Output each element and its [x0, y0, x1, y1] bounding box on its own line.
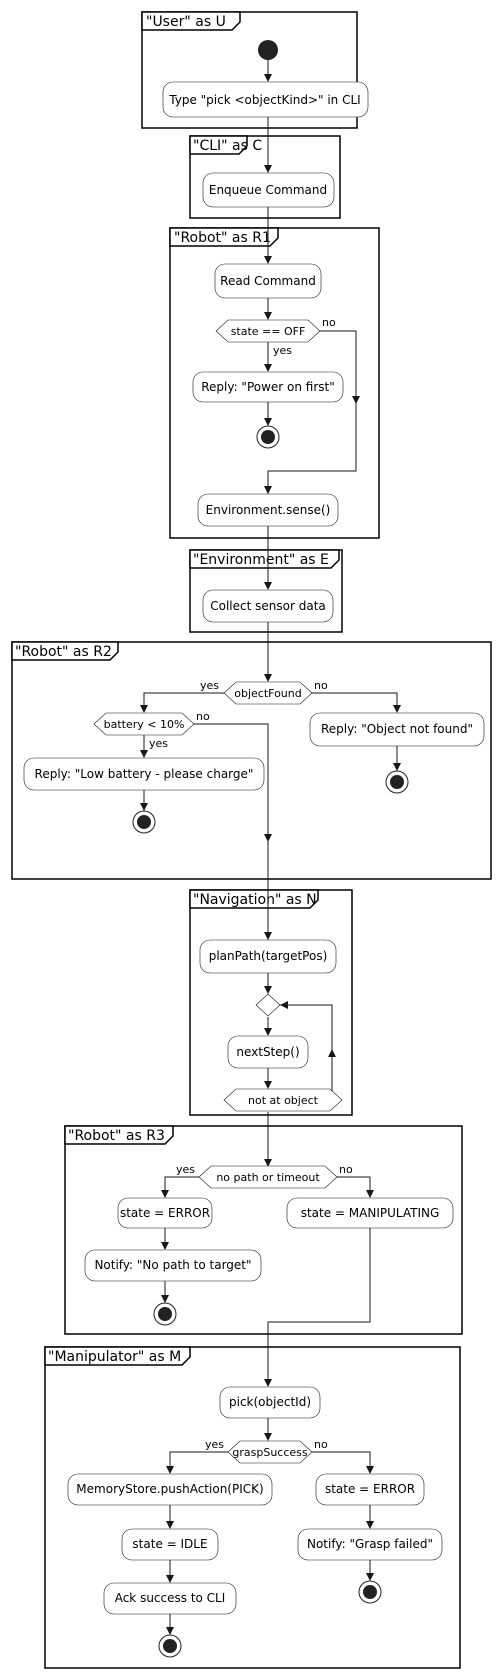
decision-no-path: no path or timeout	[198, 1165, 338, 1189]
activity-memory-push: MemoryStore.pushAction(PICK)	[67, 1473, 273, 1506]
activity-state-manipulating: state = MANIPULATING	[286, 1197, 454, 1229]
frame-user: "User" as U	[141, 11, 358, 129]
activity-state-idle: state = IDLE	[121, 1528, 219, 1561]
activity-type-pick: Type "pick <objectKind>" in CLI	[162, 81, 369, 118]
activity-plan-path: planPath(targetPos)	[199, 939, 337, 974]
activity-collect-label: Collect sensor data	[210, 599, 326, 613]
frame-title-navigation: "Navigation" as N	[193, 892, 317, 908]
edges	[140, 60, 401, 1635]
frame-title-user: "User" as U	[146, 14, 226, 30]
activity-state-error-2-label: state = ERROR	[325, 1482, 415, 1496]
end-node-success	[158, 1634, 182, 1658]
activity-ack-label: Ack success to CLI	[115, 1591, 226, 1605]
label-yes-grasp: yes	[205, 1438, 224, 1451]
activity-reply-not-found-label: Reply: "Object not found"	[321, 722, 473, 736]
end-node-no-path	[153, 1302, 177, 1326]
label-no-battery: no	[196, 710, 210, 723]
frame-title-cli: "CLI" as C	[193, 138, 262, 154]
label-yes-state-off: yes	[273, 344, 292, 357]
end-node-power	[256, 425, 280, 449]
activity-enqueue: Enqueue Command	[202, 172, 335, 208]
frame-navigation: "Navigation" as N	[189, 889, 353, 1116]
start-node	[258, 40, 278, 60]
frame-title-robot1: "Robot" as R1	[174, 230, 271, 246]
activity-memory-push-label: MemoryStore.pushAction(PICK)	[76, 1482, 263, 1496]
activity-state-error-1-label: state = ERROR	[120, 1206, 210, 1220]
activity-read-command: Read Command	[214, 263, 322, 299]
activity-reply-power-label: Reply: "Power on first"	[201, 380, 335, 394]
activity-pick-label: pick(objectId)	[229, 1395, 311, 1409]
activity-reply-low-battery-label: Reply: "Low battery - please charge"	[35, 767, 254, 781]
decision-not-at-object-label: not at object	[248, 1094, 319, 1107]
decision-no-path-label: no path or timeout	[216, 1171, 320, 1184]
frame-manipulator: "Manipulator" as M	[44, 1346, 461, 1669]
activity-notify-grasp: Notify: "Grasp failed"	[297, 1528, 443, 1561]
end-node-grasp-failed	[358, 1580, 382, 1604]
activity-env-sense: Environment.sense()	[197, 493, 339, 527]
label-yes-object-found: yes	[200, 679, 219, 692]
frame-robot2: "Robot" as R2	[11, 641, 492, 880]
label-no-object-found: no	[314, 679, 328, 692]
frame-cli: "CLI" as C	[189, 135, 341, 219]
label-yes-battery: yes	[149, 737, 168, 750]
activity-env-sense-label: Environment.sense()	[206, 503, 331, 517]
activity-state-error-2: state = ERROR	[315, 1473, 425, 1506]
frame-title-environment: "Environment" as E	[193, 552, 329, 568]
activity-state-error-1: state = ERROR	[117, 1197, 213, 1229]
decision-grasp: graspSuccess	[227, 1440, 313, 1464]
activity-state-manipulating-label: state = MANIPULATING	[301, 1206, 440, 1220]
activity-collect: Collect sensor data	[202, 589, 334, 623]
activity-next-step-label: nextStep()	[236, 1045, 299, 1059]
label-no-grasp: no	[314, 1438, 328, 1451]
frame-robot1: "Robot" as R1	[169, 227, 380, 539]
activity-reply-power: Reply: "Power on first"	[192, 371, 344, 403]
activity-notify-grasp-label: Notify: "Grasp failed"	[307, 1537, 433, 1551]
decision-grasp-label: graspSuccess	[232, 1446, 308, 1459]
decision-battery-label: battery < 10%	[104, 718, 185, 731]
frame-title-robot2: "Robot" as R2	[15, 644, 112, 660]
frame-title-manipulator: "Manipulator" as M	[48, 1349, 181, 1365]
end-node-low-battery	[132, 810, 156, 834]
activity-reply-low-battery: Reply: "Low battery - please charge"	[23, 757, 265, 791]
activity-read-command-label: Read Command	[220, 274, 316, 288]
decision-state-off-label: state == OFF	[231, 325, 306, 338]
activity-type-pick-label: Type "pick <objectKind>" in CLI	[168, 93, 360, 107]
activity-state-idle-label: state = IDLE	[132, 1537, 207, 1551]
end-node-not-found	[385, 770, 409, 794]
activity-plan-path-label: planPath(targetPos)	[209, 949, 328, 963]
decision-object-found-label: objectFound	[234, 687, 302, 700]
decision-state-off: state == OFF	[215, 319, 321, 343]
frame-title-robot3: "Robot" as R3	[68, 1128, 165, 1144]
activity-pick: pick(objectId)	[219, 1386, 321, 1419]
activity-notify-no-path: Notify: "No path to target"	[84, 1249, 262, 1282]
label-no-state-off: no	[322, 316, 336, 329]
label-no-no-path: no	[339, 1163, 353, 1176]
activity-ack: Ack success to CLI	[103, 1582, 237, 1615]
label-yes-no-path: yes	[176, 1163, 195, 1176]
frame-environment: "Environment" as E	[189, 549, 343, 633]
decision-not-at-object: not at object	[223, 1088, 343, 1112]
frame-robot3: "Robot" as R3	[64, 1125, 463, 1335]
decision-object-found: objectFound	[223, 681, 313, 705]
activity-notify-no-path-label: Notify: "No path to target"	[94, 1258, 251, 1272]
decision-battery: battery < 10%	[93, 712, 195, 736]
activity-enqueue-label: Enqueue Command	[209, 183, 327, 197]
activity-next-step: nextStep()	[227, 1035, 309, 1069]
activity-reply-not-found: Reply: "Object not found"	[309, 712, 485, 747]
decision-merge	[255, 993, 281, 1017]
